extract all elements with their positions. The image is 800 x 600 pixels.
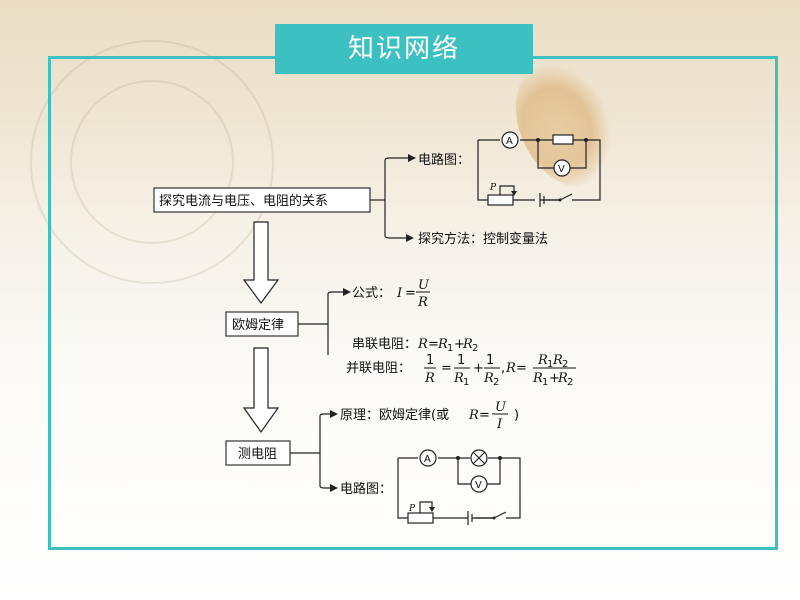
voltmeter-symbol: V [558,164,565,175]
parallel-R1: R [453,371,464,386]
slider-symbol-2: P [408,504,416,514]
parallel-one3: 1 [486,353,494,368]
parallel-den-sub2: 2 [567,377,573,388]
principle-close: ) [514,408,519,423]
slider-symbol: P [489,183,497,193]
ohm-law-box [225,311,299,337]
rheostat-icon [487,194,514,206]
formula-eq: = [405,286,416,301]
voltmeter-icon [470,475,488,493]
measure-text: 测电阻 [238,447,277,462]
formula-U: U [418,278,430,293]
series-R: R [417,337,428,352]
principle-label: 原理：欧姆定律(或 [340,408,449,423]
voltmeter-symbol-2: V [475,480,482,491]
parallel-sub1: 1 [463,377,469,388]
ohm-law-text: 欧姆定律 [232,318,284,333]
connector [384,157,408,200]
circuit-diagram-2: A V P [397,449,521,525]
method-label: 探究方法：控制变量法 [418,231,548,247]
measure-box [225,440,291,466]
ammeter-icon [419,449,437,467]
principle-I: I [496,417,503,432]
parallel-num-R2: R [552,353,563,368]
series-label: 串联电阻： [352,337,417,352]
voltmeter-icon [553,159,571,177]
connector [319,413,330,453]
series-sub1: 1 [447,343,453,354]
series-eq: = [428,337,439,352]
rheostat-icon [407,512,434,524]
parallel-one2: 1 [457,353,465,368]
circuit-label-2: 电路图： [340,481,392,497]
parallel-eq2: = [516,361,527,376]
circuit-diagram-1: A V P [477,131,601,207]
down-arrow-2 [242,347,280,434]
series-plus: + [454,337,465,352]
arrow-head [406,234,414,242]
parallel-R-total: R [505,361,516,376]
parallel-R: R [424,371,435,386]
formula-I: I [396,286,403,301]
resistor-icon [552,134,574,145]
series-R1: R [437,337,448,352]
parallel-one: 1 [426,353,434,368]
background-circle [30,40,274,284]
connector [384,200,406,239]
parallel-num-sub2: 2 [562,359,568,370]
parallel-den-sub1: 1 [542,377,548,388]
formula-label: 公式： [352,286,391,301]
parallel-sub2: 2 [493,377,499,388]
parallel-comma: , [501,361,505,376]
parallel-den-R2: R [557,371,568,386]
formula-R: R [417,295,428,310]
topic-text: 探究电流与电压、电阻的关系 [159,193,328,209]
ammeter-icon [501,131,519,149]
connector [319,453,330,489]
principle-U: U [495,400,507,415]
series-sub2: 2 [472,343,478,354]
ammeter-symbol: A [506,136,513,147]
parallel-den-R1: R [532,371,543,386]
parallel-num-sub1: 1 [547,359,553,370]
parallel-R2: R [483,371,494,386]
parallel-plus: + [473,361,484,376]
principle-eq: = [479,408,490,423]
parallel-den-plus: + [549,371,560,386]
page-title: 知识网络 [275,24,533,74]
circuit-label-1: 电路图： [418,152,470,168]
parallel-eq1: = [441,361,452,376]
principle-R: R [468,408,479,423]
parallel-num-R1: R [537,353,548,368]
arrow-head [408,154,416,162]
series-R2: R [462,337,473,352]
parallel-label: 并联电阻： [346,361,411,376]
down-arrow-1 [242,221,280,305]
connector [327,291,343,324]
ammeter-symbol-2: A [424,454,431,465]
background-circle [70,80,234,244]
